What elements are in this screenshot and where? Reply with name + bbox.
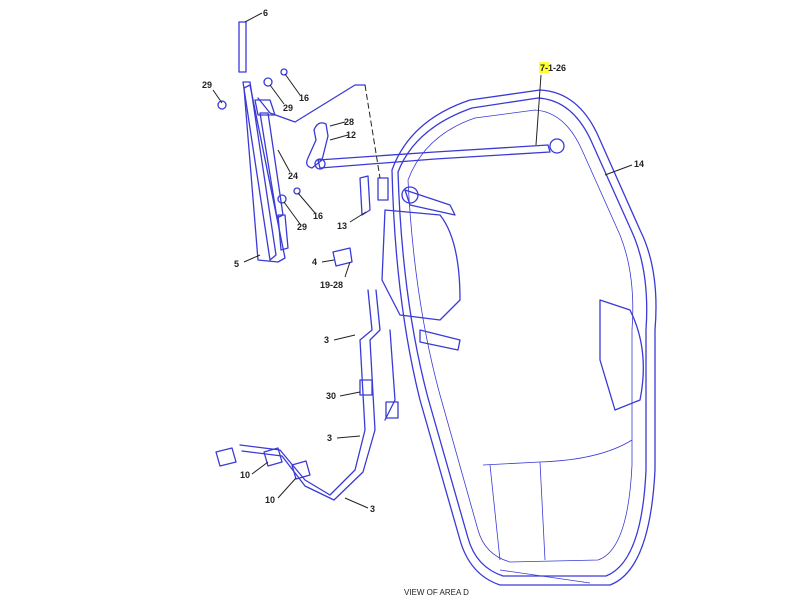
- view-caption: VIEW OF AREA D: [404, 588, 469, 597]
- callout-29[interactable]: 29: [283, 103, 293, 113]
- callout-30[interactable]: 30: [326, 391, 336, 401]
- callout-19-28[interactable]: 19-28: [320, 280, 343, 290]
- callout-7-1-26[interactable]: 7-1-26: [540, 63, 566, 73]
- small-parts: [217, 68, 389, 267]
- callout-24[interactable]: 24: [288, 171, 298, 181]
- leader-lines: [212, 12, 633, 509]
- callout-16[interactable]: 16: [299, 93, 309, 103]
- callout-5[interactable]: 5: [234, 259, 239, 269]
- callout-12[interactable]: 12: [346, 130, 356, 140]
- callout-13[interactable]: 13: [337, 221, 347, 231]
- gas-strut: [314, 138, 565, 170]
- lever: [306, 122, 329, 169]
- callout-29[interactable]: 29: [202, 80, 212, 90]
- callout-4[interactable]: 4: [312, 257, 317, 267]
- label-highlight: [539, 62, 549, 73]
- rod-assembly: [238, 21, 366, 263]
- wiring-harness: [215, 289, 399, 501]
- door-frame: [391, 89, 657, 586]
- callout-3[interactable]: 3: [370, 504, 375, 514]
- callout-3[interactable]: 3: [324, 335, 329, 345]
- callout-10[interactable]: 10: [265, 495, 275, 505]
- callout-10[interactable]: 10: [240, 470, 250, 480]
- callout-28[interactable]: 28: [344, 117, 354, 127]
- callout-29[interactable]: 29: [297, 222, 307, 232]
- latch-housing: [381, 186, 644, 411]
- callout-14[interactable]: 14: [634, 159, 644, 169]
- callout-16[interactable]: 16: [313, 211, 323, 221]
- callout-3[interactable]: 3: [327, 433, 332, 443]
- callout-6[interactable]: 6: [263, 8, 268, 18]
